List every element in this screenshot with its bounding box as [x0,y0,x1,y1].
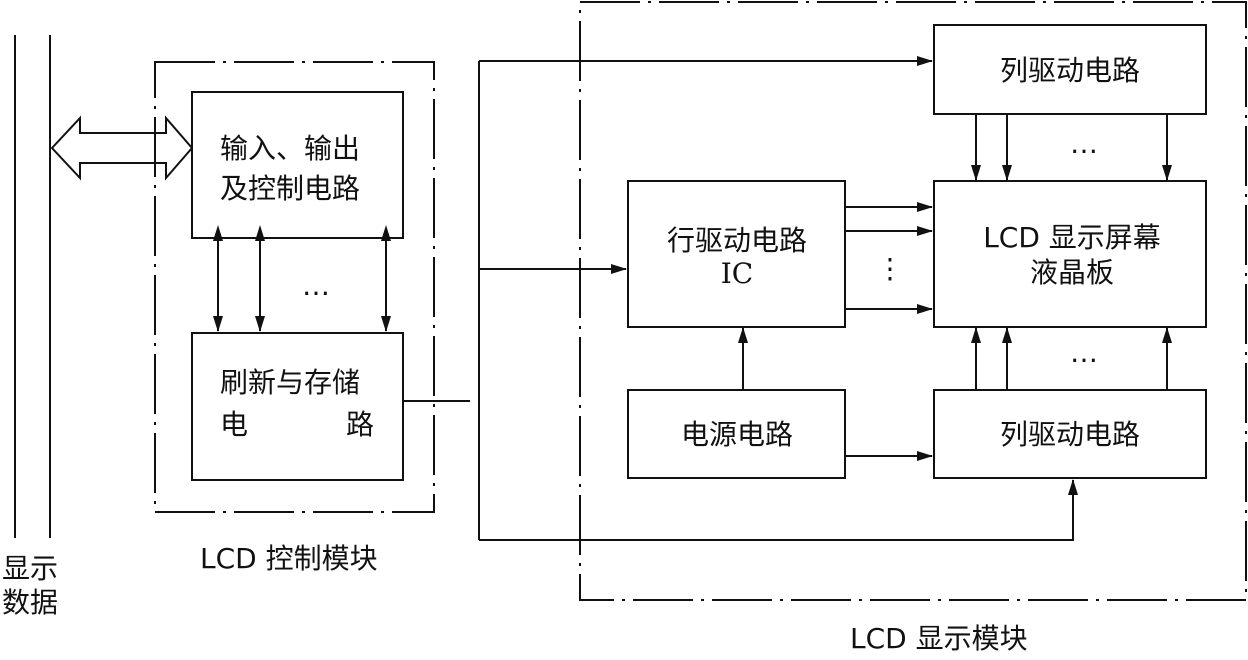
column-bottom-ellipsis: … [1070,336,1098,369]
bus-label-line2: 数据 [2,586,58,619]
io-control-block [191,91,404,239]
lcd-panel-block [933,180,1207,328]
display-module-caption: LCD 显示模块 [850,622,1028,655]
control-ellipsis: … [302,269,330,302]
power-circuit-block [627,389,846,479]
bidirectional-data-arrow [50,115,194,181]
lcd-panel-line2: 液晶板 [1030,256,1114,289]
control-module-frame [154,61,435,513]
column-driver-top-block [933,24,1207,115]
refresh-block-line2-left: 电 [220,408,248,441]
io-block-line1: 输入、输出 [220,132,360,165]
control-bidirectional-arrows [213,225,391,332]
trunk-to-column-bottom-arrow [479,479,1078,541]
row-to-panel-arrows [846,202,933,314]
display-module-frame [579,1,1247,601]
row-driver-line1: 行驱动电路 [667,224,807,257]
io-block-line2: 及控制电路 [220,172,360,205]
refresh-block-line2-right: 路 [346,408,374,441]
row-driver-block [627,180,846,328]
data-bus [14,35,51,538]
column-bottom-to-panel-arrows [971,327,1172,389]
power-circuit-label: 电源电路 [681,418,793,451]
refresh-storage-block [191,332,404,481]
row-driver-line2: IC [721,257,753,290]
control-to-display-connector [403,61,480,540]
row-vertical-ellipsis: ⋮ [876,252,904,285]
column-top-ellipsis: … [1070,127,1098,160]
column-driver-bottom-block [933,389,1207,479]
control-module-caption: LCD 控制模块 [200,542,378,575]
column-driver-top-label: 列驱动电路 [1000,54,1140,87]
column-top-to-panel-arrows [971,114,1172,181]
refresh-block-line1: 刷新与存储 [220,366,360,399]
bus-label-line1: 显示 [2,552,58,585]
lcd-panel-line1: LCD 显示屏幕 [983,221,1161,254]
column-driver-bottom-label: 列驱动电路 [1000,418,1140,451]
